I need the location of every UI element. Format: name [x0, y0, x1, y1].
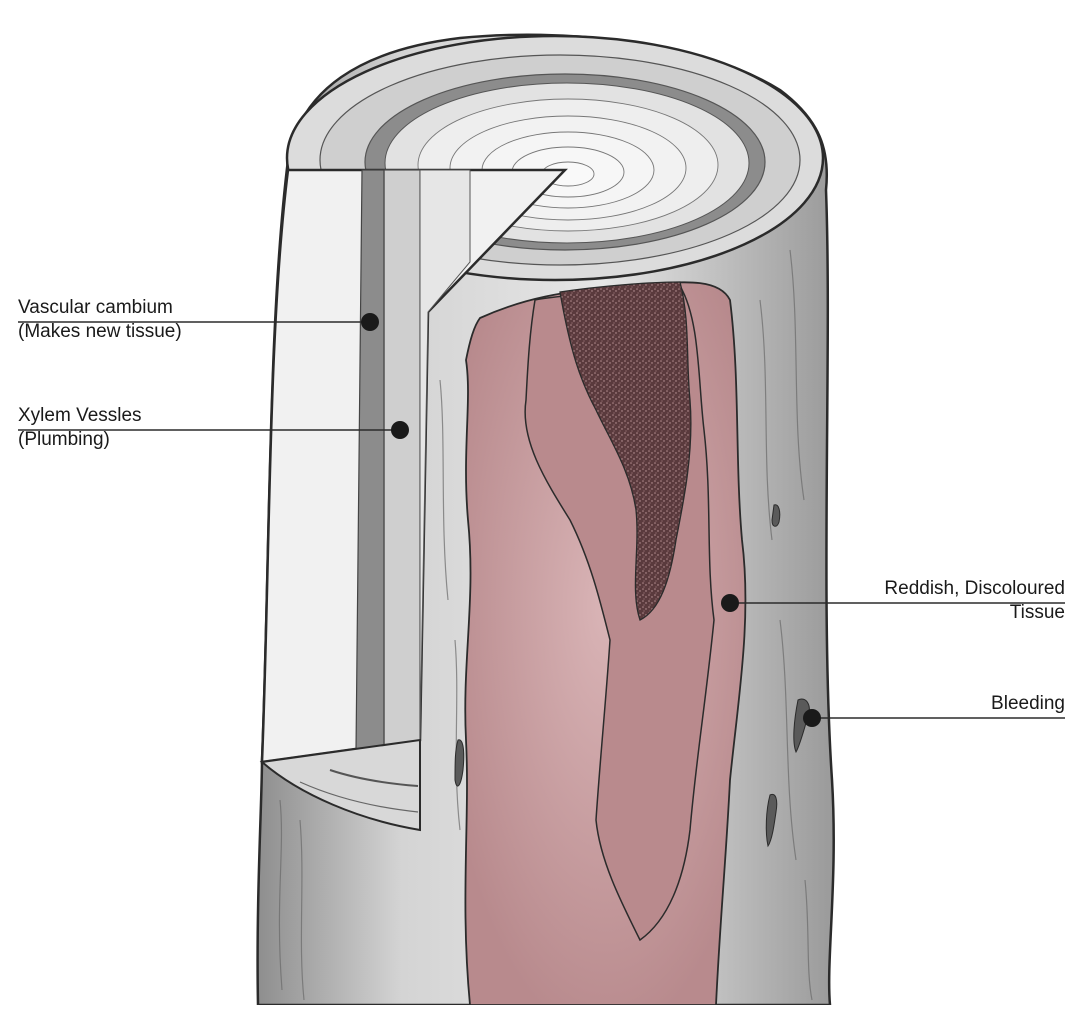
leader-lines — [18, 321, 1065, 719]
label-vascular-cambium-line2: (Makes new tissue) — [18, 321, 182, 342]
bark-texture — [278, 249, 813, 1001]
leader-dots — [361, 313, 821, 727]
label-discoloured-tissue-line1: Reddish, Discoloured — [884, 578, 1065, 599]
label-vascular-cambium: Vascular cambium (Makes new tissue) — [18, 296, 182, 344]
marker-dot-discoloured — [721, 594, 739, 612]
label-bleeding: Bleeding — [991, 692, 1065, 716]
label-discoloured-tissue-line2: Tissue — [1009, 602, 1065, 623]
marker-dot-cambium — [361, 313, 379, 331]
marker-dot-xylem — [391, 421, 409, 439]
label-xylem-vessels-line2: (Plumbing) — [18, 429, 110, 450]
label-bleeding-line1: Bleeding — [991, 693, 1065, 714]
label-xylem-vessels: Xylem Vessles (Plumbing) — [18, 404, 142, 452]
label-discoloured-tissue: Reddish, Discoloured Tissue — [884, 577, 1065, 625]
label-vascular-cambium-line1: Vascular cambium — [18, 297, 173, 318]
cutaway-section — [259, 168, 568, 832]
label-xylem-vessels-line1: Xylem Vessles — [18, 405, 142, 426]
marker-dot-bleeding — [803, 709, 821, 727]
discoloured-tissue-area — [464, 281, 747, 1006]
